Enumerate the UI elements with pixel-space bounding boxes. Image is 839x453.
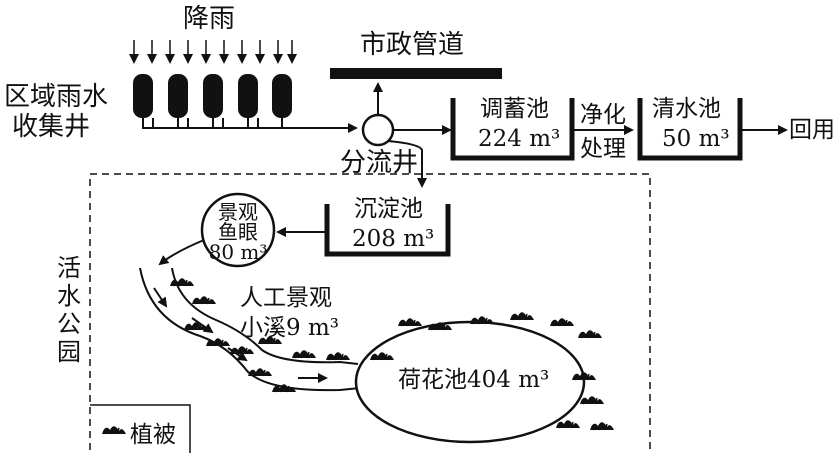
settling-pool-volume: 208 m³ — [352, 226, 435, 252]
fish-eye-volume: 80 m³ — [208, 240, 268, 264]
vegetation-icon — [191, 295, 217, 305]
vegetation-icon — [169, 277, 195, 287]
vegetation-icon — [579, 395, 605, 405]
clear-pool-name: 清水池 — [652, 96, 721, 122]
park-boundary — [89, 173, 651, 450]
regulating-pool-box — [450, 98, 575, 161]
lotus-pond-label: 荷花池404 m³ — [398, 367, 550, 393]
stream-label-line1: 人工景观 — [240, 285, 332, 311]
collection-well-icon — [133, 74, 153, 118]
settling-pool-name: 沉淀池 — [354, 196, 423, 222]
vegetation-icon — [397, 317, 423, 327]
purification-label-line2: 处理 — [580, 136, 626, 162]
rain-arrows — [129, 40, 297, 64]
collection-wells — [133, 74, 292, 118]
fish-eye-circle — [200, 192, 276, 268]
municipal-pipe-bar — [330, 68, 502, 79]
vegetation-icon — [101, 425, 127, 435]
park-label: 活水公园 — [57, 254, 81, 366]
vegetation-icon — [549, 317, 575, 327]
purification-label-line1: 净化 — [580, 102, 626, 128]
clear-pool-box — [637, 98, 743, 161]
settling-pool-box — [324, 204, 451, 257]
stream-label-line2: 小溪9 m³ — [240, 315, 339, 341]
lotus-pond-ellipse — [354, 320, 586, 444]
collection-well-icon — [272, 74, 292, 118]
catchment-label-line1: 区域雨水 — [4, 82, 109, 112]
vegetation-icon — [555, 419, 581, 429]
collection-pipes — [142, 118, 358, 133]
municipal-pipe-label: 市政管道 — [360, 30, 465, 60]
clear-pool-volume: 50 m³ — [662, 126, 730, 152]
collection-well-icon — [238, 74, 258, 118]
vegetation-icon — [247, 367, 273, 377]
regulating-pool-name: 调蓄池 — [480, 96, 549, 122]
vegetation-icon — [469, 315, 495, 325]
vegetation-icon — [291, 349, 317, 359]
to-stream-arrow — [158, 239, 205, 266]
collection-well-icon — [203, 74, 223, 118]
collection-well-icon — [168, 74, 188, 118]
rainfall-label: 降雨 — [183, 4, 236, 34]
catchment-label-line2: 收集井 — [12, 112, 91, 142]
regulating-pool-volume: 224 m³ — [478, 126, 561, 152]
reuse-label: 回用 — [789, 117, 835, 143]
vegetation-icon — [183, 321, 209, 331]
stream — [139, 267, 361, 392]
vegetation-icon — [589, 421, 615, 431]
legend-box — [90, 404, 191, 453]
diversion-well-label: 分流井 — [340, 148, 419, 178]
legend-vegetation-label: 植被 — [130, 422, 176, 448]
vegetation-icon — [509, 311, 535, 321]
vegetation-icon — [229, 345, 255, 355]
vegetation-icon — [577, 329, 603, 339]
to-settling-arrow — [387, 140, 427, 188]
vegetation-icon — [325, 351, 351, 361]
fish-eye-label-line2: 鱼眼 — [218, 220, 258, 244]
fish-eye-label-line1: 景观 — [218, 200, 258, 224]
